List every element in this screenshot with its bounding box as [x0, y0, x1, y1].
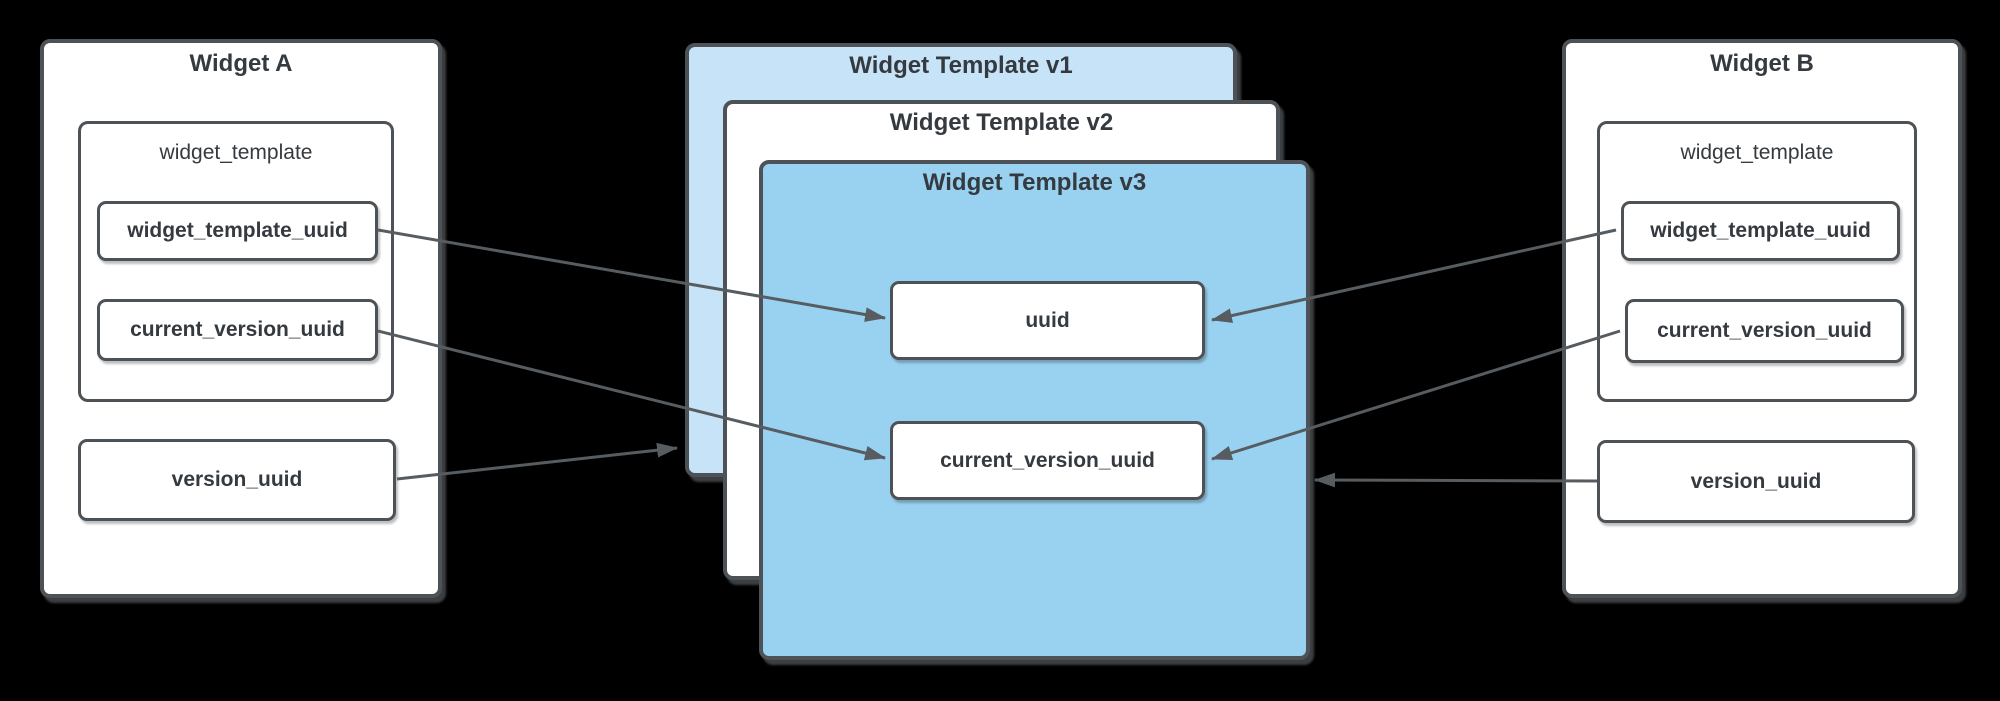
widget-a-widget-template-uuid-field: widget_template_uuid — [97, 201, 378, 261]
widget-template-v2-title: Widget Template v2 — [889, 109, 1114, 136]
widget-a-widget-template-group: widget_template widget_template_uuid cur… — [78, 121, 394, 402]
widget-b-version-uuid-label: version_uuid — [1690, 469, 1822, 493]
widget-b-current-version-uuid-label: current_version_uuid — [1657, 319, 1872, 342]
widget-template-v3-box: Widget Template v3 uuid current_version_… — [759, 160, 1310, 660]
v3-uuid-field: uuid — [890, 281, 1205, 360]
widget-template-v1-title: Widget Template v1 — [849, 52, 1073, 79]
widget-b-widget-template-uuid-label: widget_template_uuid — [1650, 219, 1871, 242]
widget-a-version-uuid-field: version_uuid — [78, 439, 396, 521]
v3-uuid-field-label: uuid — [1025, 308, 1070, 332]
v3-current-version-uuid-field-label: current_version_uuid — [940, 448, 1155, 472]
widget-a-widget-template-uuid-label: widget_template_uuid — [127, 219, 348, 242]
widget-b-widget-template-uuid-field: widget_template_uuid — [1621, 201, 1900, 261]
widget-a-version-uuid-label: version_uuid — [171, 468, 303, 491]
widget-a-box: Widget A widget_template widget_template… — [40, 39, 442, 598]
widget-a-current-version-uuid-field: current_version_uuid — [97, 299, 378, 361]
widget-a-current-version-uuid-label: current_version_uuid — [130, 318, 345, 341]
widget-b-widget-template-group: widget_template widget_template_uuid cur… — [1597, 121, 1917, 402]
widget-a-title: Widget A — [189, 50, 293, 77]
widget-a-widget-template-label: widget_template — [159, 141, 313, 164]
widget-b-title: Widget B — [1710, 50, 1814, 77]
widget-b-widget-template-label: widget_template — [1680, 141, 1834, 164]
arrow-widget-b-version-uuid-to-v3 — [1313, 472, 1598, 488]
widget-b-version-uuid-field: version_uuid — [1597, 440, 1915, 523]
widget-b-box: Widget B widget_template widget_template… — [1562, 39, 1962, 598]
widget-b-current-version-uuid-field: current_version_uuid — [1625, 299, 1904, 363]
widget-template-v3-title: Widget Template v3 — [922, 169, 1147, 196]
v3-current-version-uuid-field: current_version_uuid — [890, 421, 1205, 500]
